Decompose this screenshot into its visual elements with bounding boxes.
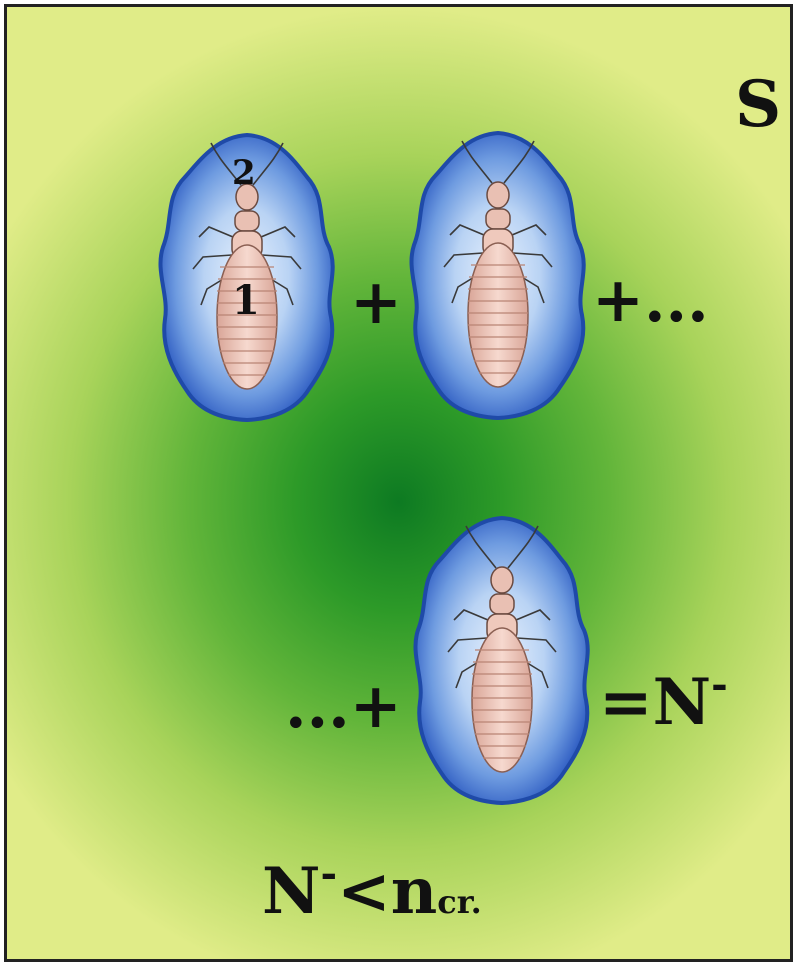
plus-operator-2: +... [592, 269, 709, 331]
diagram-panel: S 2 1 + +... ...+ =N- N-<ncr. [4, 4, 793, 962]
inequality-minus-superscript: - [321, 850, 338, 897]
equation-result: =N- [599, 671, 728, 735]
corner-label: S [735, 73, 781, 137]
equation-minus-superscript: - [711, 661, 728, 708]
inequality-operator: < [337, 854, 391, 929]
inequality: N-<ncr. [262, 860, 482, 924]
plus-operator-1: + [350, 271, 402, 333]
plus-operator-3: ...+ [285, 675, 402, 737]
termite-aura-2 [408, 130, 588, 420]
inequality-lhs: N [262, 854, 321, 929]
label-one: 1 [232, 281, 260, 321]
label-two: 2 [232, 156, 256, 190]
inequality-rhs: n [391, 854, 438, 929]
inequality-rhs-subscript: cr. [437, 883, 482, 921]
equation-equals-n: =N [599, 665, 711, 740]
termite-aura-3 [412, 515, 592, 805]
